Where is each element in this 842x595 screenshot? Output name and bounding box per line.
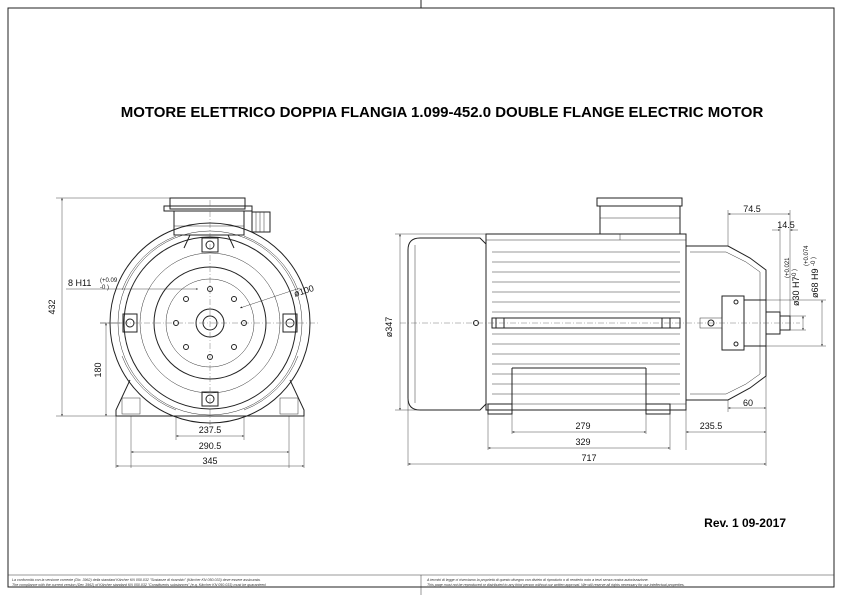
dim-shaft-height: 180 [93, 362, 103, 377]
dim-bolt-tol-upper: (+0.09 [100, 278, 118, 284]
terminal-box-top [596, 197, 683, 207]
motor-feet [115, 379, 305, 417]
front-view: 432 180 8 H11 (+0.09 -0 ) ø100 237.5 290… [47, 197, 318, 468]
dim-foot-span: 290.5 [199, 441, 222, 451]
cable-gland [251, 211, 271, 233]
dim-spigot-tol-lower: -0 ) [811, 257, 817, 266]
dim-shaft-tol-lower: -0 ) [792, 269, 798, 278]
side-view: ø347 74.5 14.5 ø30 H7 (+0.021 -0 ) ø68 H… [384, 197, 826, 466]
dim-14-5: 14.5 [777, 220, 795, 230]
dim-foot-bolt-span: 237.5 [199, 425, 222, 435]
dim-spigot-tol-upper: (+0.074 [804, 245, 810, 266]
dim-shaft-tol-upper: (+0.021 [785, 257, 791, 278]
dim-spigot-dia: ø68 H9 [810, 268, 820, 298]
dim-74-5: 74.5 [743, 204, 761, 214]
dim-foot-width: 345 [202, 456, 217, 466]
sheet-border [7, 7, 835, 588]
dim-279: 279 [575, 421, 590, 431]
dim-body-dia: ø347 [384, 317, 394, 338]
footer-right-line1: A termini di legge ci riserviamo la prop… [426, 578, 649, 582]
dim-bolt-note: 8 H11 [68, 278, 91, 288]
dim-329: 329 [575, 437, 590, 447]
dim-60: 60 [743, 398, 753, 408]
footer-left-line1: La conformità con la versione corrente (… [12, 578, 261, 582]
dim-length-total: 717 [581, 453, 596, 463]
terminal-box [173, 210, 245, 236]
dim-235-5: 235.5 [700, 421, 723, 431]
drawing-title: MOTORE ELETTRICO DOPPIA FLANGIA 1.099-45… [121, 104, 764, 121]
terminal-box-lid [169, 197, 246, 210]
fan-cover [407, 237, 487, 411]
footer-left-line2: The compliance with the current version … [12, 583, 266, 587]
footer-right-line2: This page must not be reproduced or dist… [427, 583, 685, 587]
stator-body [485, 233, 687, 411]
dim-shaft-dia: ø30 H7 [791, 276, 801, 306]
dim-height-total: 432 [47, 299, 57, 314]
revision-label: Rev. 1 09-2017 [704, 516, 786, 530]
dim-bolt-tol-lower: -0 ) [100, 285, 109, 291]
